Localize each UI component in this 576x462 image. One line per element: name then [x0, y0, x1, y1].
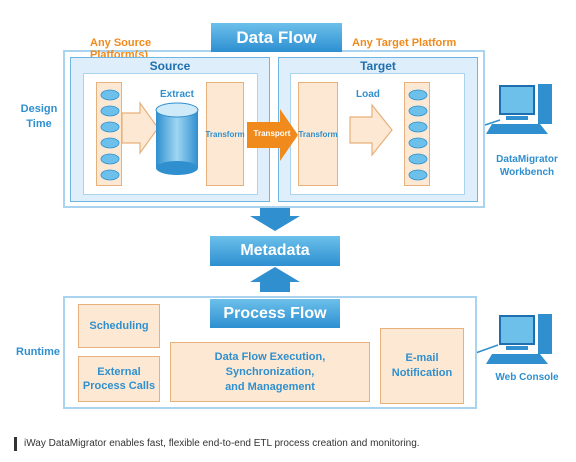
design-time-label: Design Time [20, 103, 58, 130]
scheduling-box: Scheduling [78, 304, 160, 348]
load-label: Load [356, 89, 380, 100]
email-box: E-mail Notification [380, 328, 464, 404]
up-arrow-icon [250, 267, 300, 292]
target-header: Target [279, 58, 477, 74]
web-console-label: Web Console [495, 372, 559, 383]
data-flow-title: Data Flow [211, 23, 342, 52]
process-flow-title: Process Flow [210, 299, 340, 328]
source-db-stack [96, 82, 122, 186]
workbench-connector [484, 119, 501, 126]
target-db-stack [404, 82, 430, 186]
source-header: Source [71, 58, 269, 74]
any-target-label: Any Target Platform [352, 37, 457, 49]
metadata-banner: Metadata [210, 236, 340, 266]
extract-label: Extract [160, 89, 194, 100]
transport-label: Transport [253, 129, 291, 138]
workbench-label: DataMigrator Workbench [496, 154, 558, 178]
caption-text: iWay DataMigrator enables fast, flexible… [24, 438, 420, 449]
down-arrow-icon [250, 207, 300, 231]
transform-left-box: Transform [205, 82, 245, 186]
runtime-label: Runtime [16, 346, 60, 358]
transform-right-box: Transform [298, 82, 338, 186]
external-calls-box: External Process Calls [78, 356, 160, 402]
caption-bar [14, 437, 17, 451]
execution-box: Data Flow Execution, Synchronization, an… [170, 342, 370, 402]
